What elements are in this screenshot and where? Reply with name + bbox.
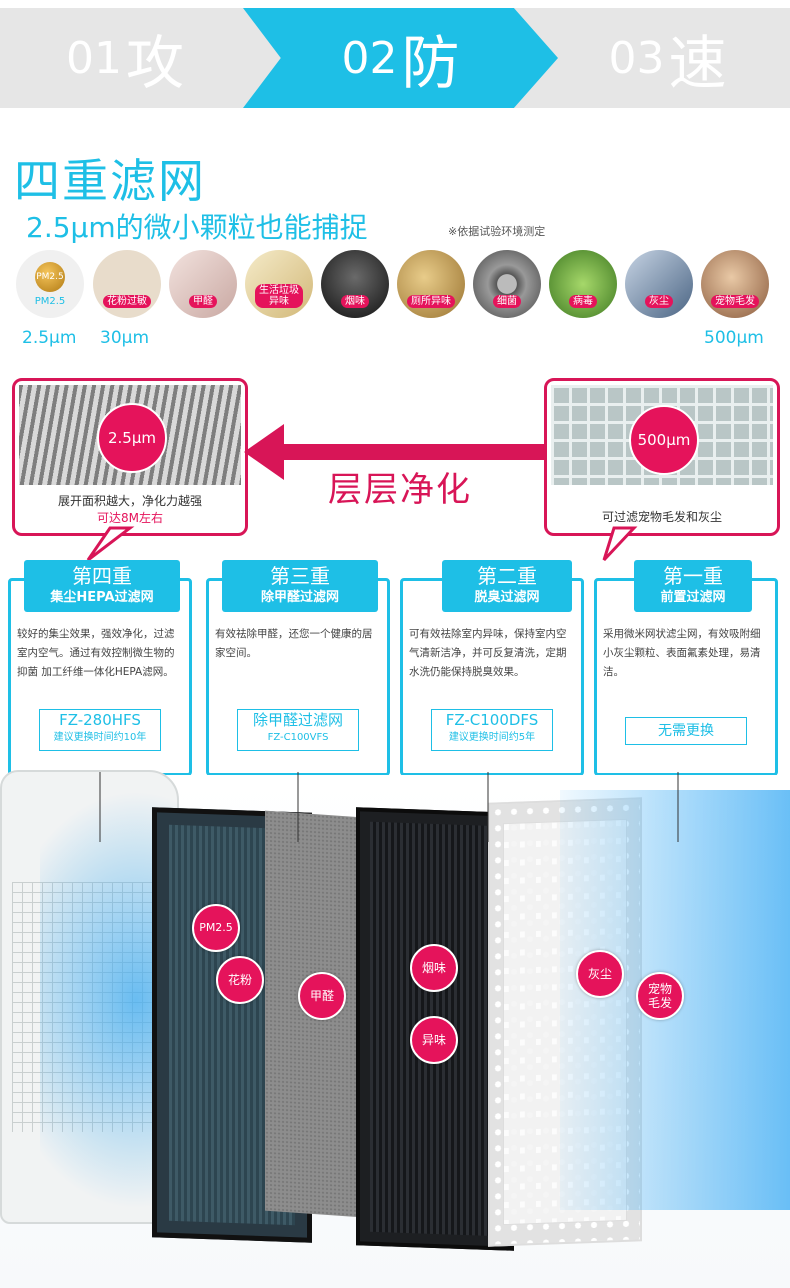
bacteria-icon: 细菌 <box>473 250 541 318</box>
smoke-icon: 烟味 <box>321 250 389 318</box>
garbage-odor-icon: 生活垃圾 异味 <box>245 250 313 318</box>
tab-label: 攻 <box>125 29 184 97</box>
toilet-odor-icon: 厕所异味 <box>397 250 465 318</box>
filter-name: 集尘HEPA过滤网 <box>50 590 154 605</box>
purify-label: 层层净化 <box>328 470 472 510</box>
filter-header-first: 第一重 前置过滤网 <box>634 560 752 612</box>
filter-model-code: FZ-C100VFS <box>267 732 329 743</box>
tag-odor: 异味 <box>410 1016 458 1064</box>
particle-label: 病毒 <box>569 295 597 308</box>
filter-replace-note: 建议更换时间约10年 <box>53 732 147 743</box>
formaldehyde-icon: 甲醛 <box>169 250 237 318</box>
pm25-icon: PM2.5 PM2.5 <box>16 250 84 318</box>
section-subtitle: 2.5μm的微小颗粒也能捕捉 <box>26 211 368 244</box>
particle-label: 宠物毛发 <box>711 295 759 308</box>
section-title: 四重滤网 <box>14 154 206 208</box>
size-badge: 2.5μm <box>97 403 167 473</box>
test-note: ※依据试验环境测定 <box>448 225 546 238</box>
tab-number: 01 <box>65 32 122 84</box>
particle-label: 灰尘 <box>645 295 673 308</box>
filter-model-box: 无需更换 <box>625 717 747 745</box>
size-badge: 500μm <box>629 405 699 475</box>
tag-pet-hair: 宠物 毛发 <box>636 972 684 1020</box>
size-label-pollen: 30μm <box>100 328 150 348</box>
hepa-zoom-panel: 2.5μm 展开面积越大，净化力越强 可达8M左右 <box>12 378 248 536</box>
filter-header-second: 第二重 脱臭过滤网 <box>442 560 572 612</box>
filter-description: 有效祛除甲醛，还您一个健康的居家空间。 <box>215 628 373 659</box>
filter-replace-note: 建议更换时间约5年 <box>448 732 536 743</box>
tag-smoke: 烟味 <box>410 944 458 992</box>
connector-fourth <box>99 772 101 842</box>
tab-number: 02 <box>341 32 398 84</box>
zoom-caption: 可过滤宠物毛发和灰尘 <box>601 510 722 524</box>
particle-label: 生活垃圾 异味 <box>255 284 303 308</box>
zoom-highlight: 可达8M左右 <box>97 511 163 525</box>
particle-label: 烟味 <box>341 295 369 308</box>
dust-icon: 灰尘 <box>625 250 693 318</box>
filter-model: FZ-280HFS <box>59 711 141 729</box>
particle-label: 甲醛 <box>189 295 217 308</box>
filter-model-box: FZ-C100DFS 建议更换时间约5年 <box>431 709 553 751</box>
filter-header-fourth: 第四重 集尘HEPA过滤网 <box>24 560 180 612</box>
filter-name: 前置过滤网 <box>660 590 726 605</box>
filter-name: 脱臭过滤网 <box>474 590 540 605</box>
filter-description: 采用微米网状滤尘网，有效吸附细小灰尘颗粒、表面氟素处理，易清洁。 <box>603 628 761 678</box>
pm25-ball: PM2.5 <box>35 261 65 292</box>
particle-label: 厕所异味 <box>407 295 455 308</box>
filter-description: 可有效祛除室内异味，保持室内空气清新洁净，并可反复清洗，定期水洗仍能保持脱臭效果… <box>409 628 567 678</box>
virus-icon: 病毒 <box>549 250 617 318</box>
connector-lines <box>99 772 679 842</box>
tab-label: 速 <box>668 29 727 97</box>
tag-dust: 灰尘 <box>576 950 624 998</box>
pet-hair-icon: 宠物毛发 <box>701 250 769 318</box>
filter-model-box: FZ-280HFS 建议更换时间约10年 <box>39 709 161 751</box>
left-callout-pointer <box>86 526 135 562</box>
filter-model-box: 除甲醛过滤网 FZ-C100VFS <box>237 709 359 751</box>
filter-stage: 第四重 <box>72 564 132 588</box>
filter-model: 无需更换 <box>658 723 714 739</box>
tag-formaldehyde: 甲醛 <box>298 972 346 1020</box>
right-callout-pointer <box>602 526 638 562</box>
tab-label: 防 <box>401 29 460 97</box>
callout-pointers <box>86 526 638 562</box>
size-label-min: 2.5μm <box>22 328 77 348</box>
prefilter-zoom-panel: 500μm 可过滤宠物毛发和灰尘 <box>544 378 780 536</box>
filter-stage: 第三重 <box>270 564 330 588</box>
filter-stage: 第一重 <box>663 564 723 588</box>
filter-name: 除甲醛过滤网 <box>260 590 339 605</box>
particle-label: 细菌 <box>493 295 521 308</box>
zoom-caption: 展开面积越大，净化力越强 <box>57 494 202 508</box>
particle-label: 花粉过敏 <box>103 295 151 308</box>
filter-model: FZ-C100DFS <box>445 711 539 729</box>
filter-stage: 第二重 <box>477 564 537 588</box>
pollen-icon: 花粉过敏 <box>93 250 161 318</box>
filter-header-third: 第三重 除甲醛过滤网 <box>222 560 378 612</box>
particle-icon-row: PM2.5 PM2.5 花粉过敏 甲醛 生活垃圾 异味 烟味 厕所异味 细菌 病… <box>16 250 776 322</box>
filter-model: 除甲醛过滤网 <box>252 711 343 729</box>
tag-pollen: 花粉 <box>216 956 264 1004</box>
particle-label: PM2.5 <box>34 295 66 307</box>
left-arrow-icon <box>244 424 544 480</box>
tab-number: 03 <box>608 32 665 84</box>
size-label-max: 500μm <box>704 328 764 348</box>
tag-pm25: PM2.5 <box>192 904 240 952</box>
filter-description: 较好的集尘效果，强效净化，过滤室内空气。通过有效控制微生物的抑菌 加工纤维一体化… <box>17 628 175 678</box>
